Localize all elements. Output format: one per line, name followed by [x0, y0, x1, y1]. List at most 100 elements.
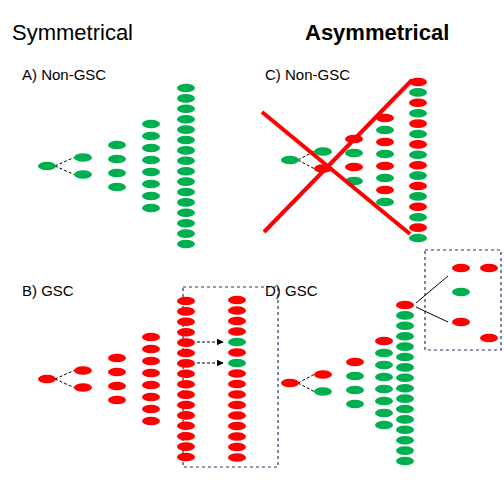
cell-ellipse: [346, 400, 364, 409]
cell-ellipse: [177, 349, 195, 358]
cell-ellipse: [177, 297, 195, 306]
cell-ellipse: [142, 345, 160, 354]
cell-ellipse: [228, 317, 246, 326]
cell-ellipse: [376, 126, 394, 135]
cell-ellipse: [396, 353, 414, 362]
cell-ellipse: [396, 426, 414, 435]
cell-ellipse: [396, 405, 414, 414]
cell-ellipse: [480, 264, 498, 273]
cell-ellipse: [452, 264, 470, 273]
cell-ellipse: [38, 375, 56, 384]
cell-ellipse: [177, 411, 195, 420]
cell-ellipse: [74, 366, 92, 375]
pointer-arrow: [197, 342, 223, 343]
cell-ellipse: [228, 296, 246, 305]
branch-line: [416, 276, 448, 303]
cell-ellipse: [74, 153, 92, 162]
cell-ellipse: [452, 318, 470, 327]
cell-ellipse: [108, 169, 126, 178]
cell-ellipse: [409, 119, 427, 128]
cell-ellipse: [376, 138, 394, 147]
cell-ellipse: [346, 372, 364, 381]
cell-ellipse: [177, 442, 195, 451]
cell-ellipse: [396, 342, 414, 351]
cell-ellipse: [108, 354, 126, 363]
cell-ellipse: [409, 192, 427, 201]
cell-ellipse: [177, 432, 195, 441]
cell-ellipse: [409, 140, 427, 149]
cell-ellipse: [345, 149, 363, 158]
cell-ellipse: [346, 358, 364, 367]
panel-label: D) GSC: [265, 282, 318, 299]
cell-ellipse: [142, 144, 160, 153]
cell-ellipse: [142, 417, 160, 426]
cell-ellipse: [409, 223, 427, 232]
cell-ellipse: [142, 132, 160, 141]
cell-ellipse: [177, 422, 195, 431]
cell-ellipse: [228, 369, 246, 378]
cross-out-line: [264, 80, 412, 232]
cell-ellipse: [228, 338, 246, 347]
cell-ellipse: [375, 349, 393, 358]
division-line: [55, 158, 74, 167]
cell-ellipse: [409, 203, 427, 212]
cell-ellipse: [177, 338, 195, 347]
cell-ellipse: [409, 130, 427, 139]
cell-ellipse: [396, 457, 414, 466]
division-line: [298, 383, 314, 392]
cell-ellipse: [480, 334, 498, 343]
cross-out-line: [262, 112, 410, 234]
cell-ellipse: [228, 390, 246, 399]
cell-ellipse: [281, 156, 299, 165]
cell-ellipse: [314, 387, 332, 396]
cell-ellipse: [396, 363, 414, 372]
cell-ellipse: [376, 150, 394, 159]
cell-ellipse: [108, 141, 126, 150]
cell-ellipse: [177, 328, 195, 337]
division-line: [55, 371, 74, 380]
cell-ellipse: [142, 405, 160, 414]
cell-ellipse: [177, 370, 195, 379]
cell-ellipse: [177, 307, 195, 316]
cell-ellipse: [38, 162, 56, 171]
cell-ellipse: [177, 157, 195, 166]
cell-ellipse: [177, 167, 195, 176]
cell-ellipse: [177, 146, 195, 155]
branch-line: [416, 307, 448, 322]
cell-ellipse: [108, 396, 126, 405]
cell-ellipse: [228, 411, 246, 420]
cell-ellipse: [142, 369, 160, 378]
cell-ellipse: [74, 383, 92, 392]
cell-ellipse: [142, 204, 160, 213]
division-line: [298, 160, 314, 169]
cell-ellipse: [142, 381, 160, 390]
cell-ellipse: [409, 88, 427, 97]
cell-ellipse: [177, 453, 195, 462]
cell-ellipse: [177, 390, 195, 399]
cell-ellipse: [177, 198, 195, 207]
cell-ellipse: [409, 161, 427, 170]
cell-ellipse: [376, 198, 394, 207]
cell-ellipse: [142, 393, 160, 402]
cell-ellipse: [396, 394, 414, 403]
cell-ellipse: [375, 361, 393, 370]
cell-ellipse: [228, 380, 246, 389]
cell-ellipse: [142, 192, 160, 201]
cell-ellipse: [396, 301, 414, 310]
cell-ellipse: [409, 182, 427, 191]
cell-ellipse: [177, 125, 195, 134]
cell-ellipse: [108, 368, 126, 377]
cell-ellipse: [74, 170, 92, 179]
column-heading: Asymmetrical: [305, 20, 449, 45]
cell-ellipse: [177, 318, 195, 327]
cell-ellipse: [142, 333, 160, 342]
cell-ellipse: [375, 373, 393, 382]
cell-ellipse: [228, 401, 246, 410]
cell-ellipse: [375, 421, 393, 430]
cell-ellipse: [177, 219, 195, 228]
cell-ellipse: [314, 370, 332, 379]
cell-ellipse: [228, 432, 246, 441]
cell-ellipse: [228, 327, 246, 336]
cell-ellipse: [142, 168, 160, 177]
cell-ellipse: [228, 306, 246, 315]
